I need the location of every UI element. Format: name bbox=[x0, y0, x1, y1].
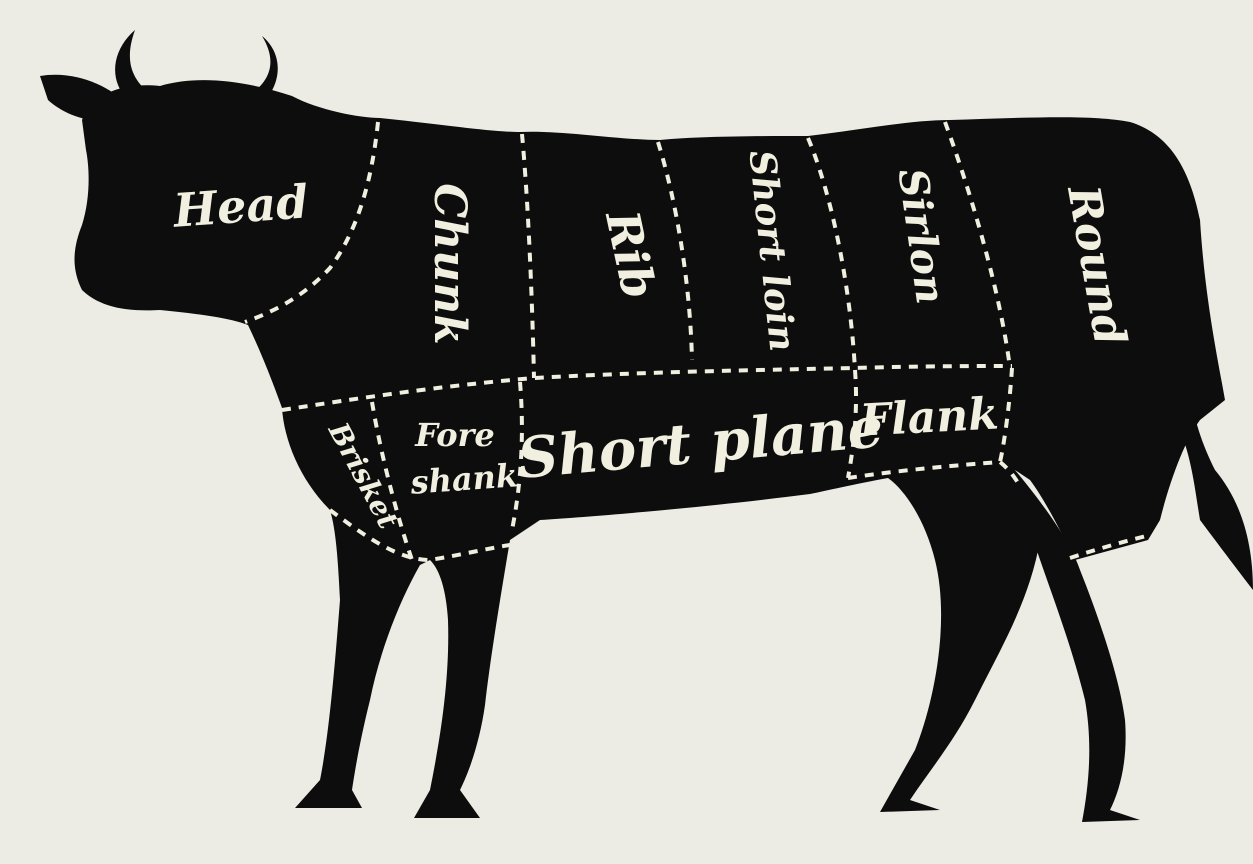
label-fore: Fore bbox=[414, 416, 495, 454]
label-chunk: Chunk bbox=[424, 183, 475, 344]
label-shank: shank bbox=[408, 456, 519, 501]
label-flank: Flank bbox=[857, 388, 1000, 446]
label-head: Head bbox=[170, 174, 310, 237]
